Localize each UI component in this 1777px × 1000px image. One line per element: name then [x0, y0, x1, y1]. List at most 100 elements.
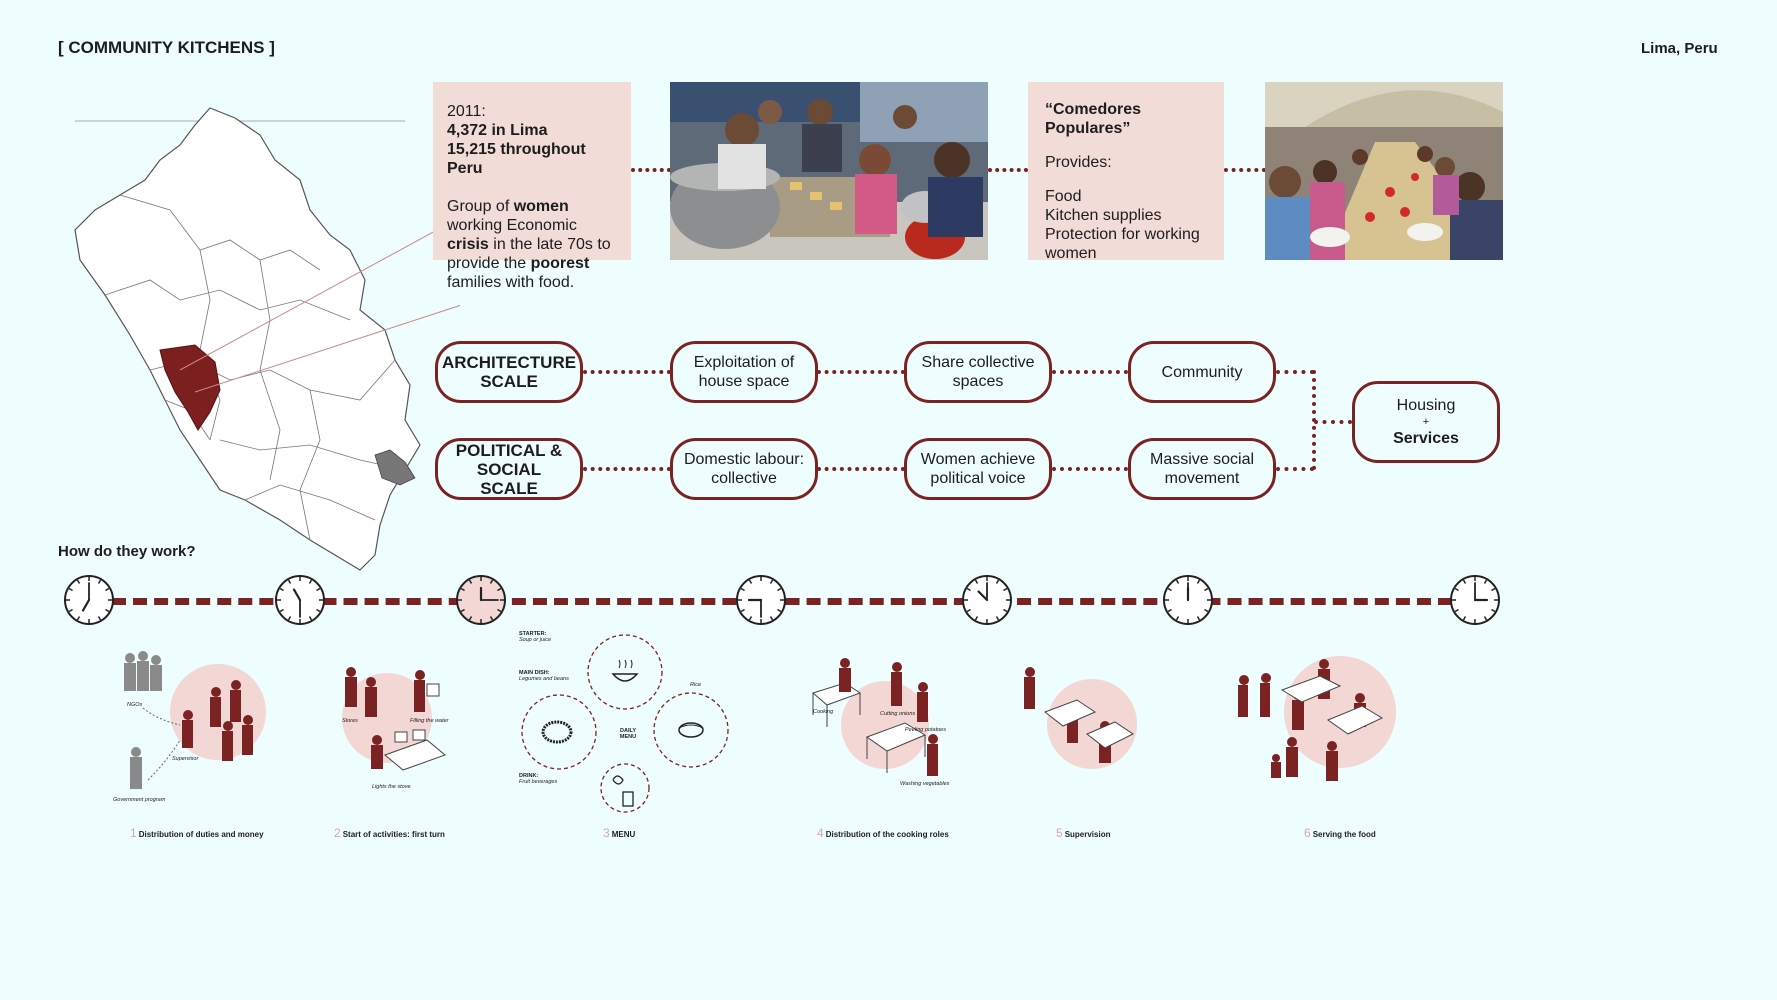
dotted-connector [988, 168, 1028, 172]
kitchen-photo-image [670, 82, 988, 260]
government-label: Government program [113, 797, 166, 803]
step-number: 1 [130, 826, 137, 840]
step-label: Distribution of duties and money [138, 830, 264, 839]
political-voice-node: Women achieve political voice [904, 438, 1052, 500]
clock-icon [1450, 575, 1500, 625]
step-number: 3 [603, 826, 610, 840]
kitchen-photo [670, 82, 988, 260]
flow-connector [1276, 370, 1314, 374]
step1-illustration [124, 651, 266, 789]
ngos-label: NGOs [127, 702, 143, 708]
clock-icon [64, 575, 114, 625]
daily-menu-label: DAILY MENU [619, 728, 637, 740]
provides-item: Food [1045, 188, 1082, 205]
step6-illustration [1238, 656, 1396, 781]
starter-label: STARTER:Soup or juice [519, 631, 551, 643]
services-label: Services [1393, 430, 1459, 447]
description: Group of women working Economic crisis i… [447, 197, 617, 292]
clock-icon [736, 575, 786, 625]
step-label: Supervision [1064, 830, 1111, 839]
dining-hall-photo [1265, 82, 1503, 260]
dotted-connector [1224, 168, 1266, 172]
exploitation-node: Exploitation of house space [670, 341, 818, 403]
step-number: 2 [334, 826, 341, 840]
cutting-label: Cutting onions [880, 711, 916, 717]
main-title: MAIN DISH: [519, 670, 550, 676]
how-heading: How do they work? [58, 543, 196, 560]
housing-services-node: Housing + Services [1352, 381, 1500, 463]
domestic-labour-node: Domestic labour: collective [670, 438, 818, 500]
architecture-scale-node: ARCHITECTURE SCALE [435, 341, 583, 403]
clock-icon [1163, 575, 1213, 625]
lights-label: Lights the stove [372, 784, 411, 790]
comedores-box: “Comedores Populares” Provides: Food Kit… [1028, 82, 1224, 262]
desc-emph: crisis [447, 236, 489, 253]
rice-label: Rice [690, 682, 702, 688]
desc-emph: poorest [530, 255, 590, 272]
share-spaces-node: Share collective spaces [904, 341, 1052, 403]
flow-connector [817, 370, 905, 374]
flow-connector [1052, 467, 1128, 471]
housing-label: Housing [1396, 397, 1456, 414]
flow-connector [1276, 467, 1314, 471]
flow-connector [583, 370, 671, 374]
step3-menu-illustration [521, 634, 729, 813]
step-number: 4 [817, 826, 824, 840]
flow-connector [1052, 370, 1128, 374]
social-movement-node: Massive social movement [1128, 438, 1276, 500]
supervisor-label: Supervisor [172, 756, 199, 762]
provides-item: Protection for working women [1045, 226, 1200, 262]
desc-emph: women [513, 198, 569, 215]
starter-title: STARTER: [519, 631, 547, 637]
desc-text: Group of [447, 198, 514, 215]
stores-label: Stores [342, 718, 358, 724]
step-label: Distribution of the cooking roles [825, 830, 949, 839]
step-number: 6 [1304, 826, 1311, 840]
desc-text: in the late 70s to provide the [447, 236, 611, 272]
flow-connector [1314, 420, 1352, 424]
location-label: Lima, Peru [1641, 40, 1718, 57]
step2-illustration [342, 667, 446, 771]
page-title: [ COMMUNITY KITCHENS ] [58, 38, 275, 57]
flow-connector [817, 467, 905, 471]
statistics-box: 2011: 4,372 in Lima 15,215 throughout Pe… [433, 82, 631, 291]
step-label: MENU [611, 830, 636, 839]
clock-icon [275, 575, 325, 625]
political-scale-node: POLITICAL & SOCIAL SCALE [435, 438, 583, 500]
main-value: Legumes and beans [519, 676, 569, 682]
step5-illustration [1024, 667, 1137, 769]
drink-label: DRINK:Fruit beverages [519, 773, 557, 785]
peru-count: 15,215 throughout Peru [447, 141, 586, 177]
year-label: 2011: [447, 103, 486, 120]
filling-label: Filling the water [410, 718, 449, 724]
flow-connector [583, 467, 671, 471]
timeline-clocks [64, 575, 1500, 625]
step-label: Start of activities: first turn [342, 830, 445, 839]
comedores-title: “Comedores Populares” [1045, 101, 1142, 137]
desc-text: working Economic [447, 217, 577, 234]
dotted-connector [631, 168, 671, 172]
dining-hall-photo-image [1265, 82, 1503, 260]
lima-count: 4,372 in Lima [447, 122, 548, 139]
drink-value: Fruit beverages [519, 779, 558, 785]
clock-icon [962, 575, 1012, 625]
peeling-label: Peeling potatoes [905, 727, 946, 733]
step-number: 5 [1056, 826, 1063, 840]
washing-label: Washing vegetables [900, 781, 950, 787]
main-dish-label: MAIN DISH:Legumes and beans [519, 670, 569, 682]
step-label: Serving the food [1312, 830, 1376, 839]
cooking-label: Cooking [813, 709, 834, 715]
desc-text: families with food. [447, 274, 575, 291]
peru-map [74, 107, 460, 571]
provides-label: Provides: [1045, 154, 1112, 171]
clock-icon [456, 575, 506, 625]
provides-item: Kitchen supplies [1045, 207, 1162, 224]
starter-value: Soup or juice [519, 637, 552, 643]
